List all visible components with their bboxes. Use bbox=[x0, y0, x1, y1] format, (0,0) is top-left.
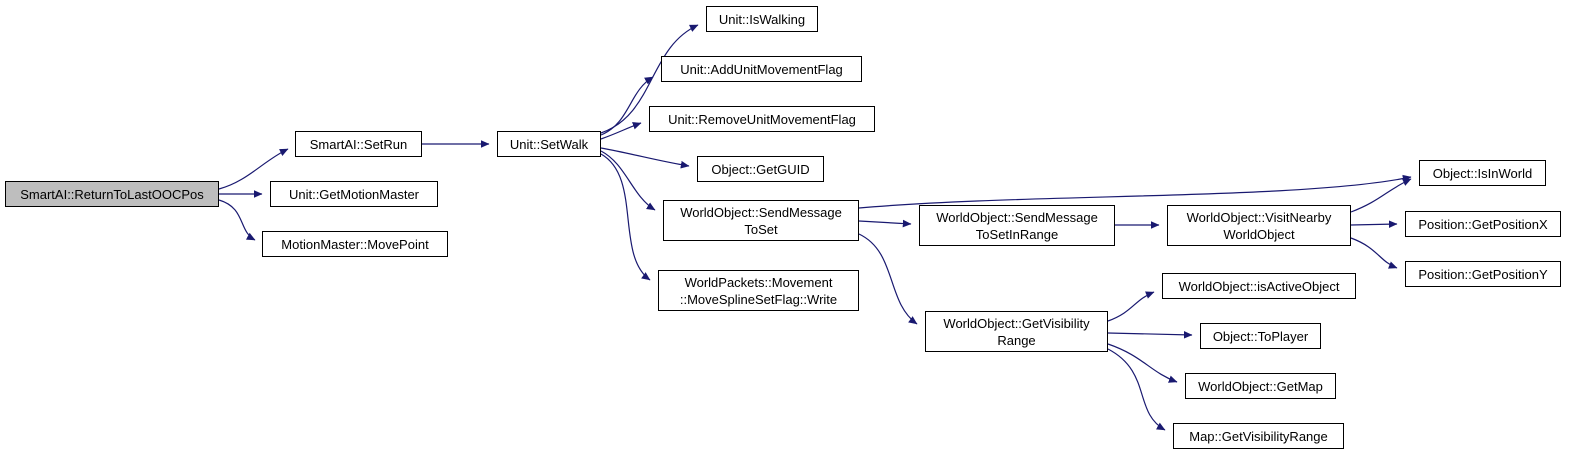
node-get-visibility-range[interactable]: WorldObject::GetVisibility Range bbox=[925, 311, 1108, 352]
edge-visitnearbyworldobject-getpositiony bbox=[1350, 237, 1398, 269]
node-set-run[interactable]: SmartAI::SetRun bbox=[295, 131, 422, 157]
node-visit-nearby-world-object[interactable]: WorldObject::VisitNearby WorldObject bbox=[1167, 205, 1351, 246]
node-send-message-to-set-in-range[interactable]: WorldObject::SendMessage ToSetInRange bbox=[919, 205, 1115, 246]
edge-setwalk-sendmessagetoset bbox=[600, 150, 656, 211]
edge-getvisibilityrange-isactiveobject bbox=[1107, 291, 1155, 322]
node-add-unit-movement-flag[interactable]: Unit::AddUnitMovementFlag bbox=[661, 56, 862, 82]
node-move-spline-set-flag-write[interactable]: WorldPackets::Movement ::MoveSplineSetFl… bbox=[658, 270, 859, 311]
edge-getvisibilityrange-getmap bbox=[1107, 343, 1178, 383]
node-return-to-last-oocpos: SmartAI::ReturnToLastOOCPos bbox=[5, 181, 219, 207]
edge-sendmessagetoset-isinworld bbox=[858, 174, 1412, 209]
edge-setwalk-removeunitmovementflag bbox=[600, 122, 642, 140]
edge-visitnearbyworldobject-getpositionx bbox=[1350, 220, 1398, 229]
node-move-point[interactable]: MotionMaster::MovePoint bbox=[262, 231, 448, 257]
node-remove-unit-movement-flag[interactable]: Unit::RemoveUnitMovementFlag bbox=[649, 106, 875, 132]
node-set-walk[interactable]: Unit::SetWalk bbox=[497, 131, 601, 157]
node-get-map[interactable]: WorldObject::GetMap bbox=[1185, 373, 1336, 399]
node-is-in-world[interactable]: Object::IsInWorld bbox=[1419, 160, 1546, 186]
node-send-message-to-set[interactable]: WorldObject::SendMessage ToSet bbox=[663, 200, 859, 241]
edge-setwalk-movesplinesetflagwrite bbox=[600, 153, 651, 281]
node-is-walking[interactable]: Unit::IsWalking bbox=[706, 6, 818, 32]
node-is-active-object[interactable]: WorldObject::isActiveObject bbox=[1162, 273, 1356, 299]
edge-setwalk-addunitmovementflag bbox=[600, 76, 654, 136]
node-get-position-x[interactable]: Position::GetPositionX bbox=[1405, 211, 1561, 237]
edge-sendmessagetoset-sendmessagetosetinrange bbox=[858, 219, 912, 228]
edge-getvisibilityrange-toplayer bbox=[1107, 330, 1193, 339]
edge-setwalk-getguid bbox=[600, 147, 690, 169]
node-get-guid[interactable]: Object::GetGUID bbox=[697, 156, 824, 182]
node-to-player[interactable]: Object::ToPlayer bbox=[1200, 323, 1321, 349]
edge-getvisibilityrange-mapgetvisibilityrange bbox=[1107, 348, 1166, 431]
edge-returntolastoocpos-movepoint bbox=[218, 199, 256, 241]
node-map-get-visibility-range[interactable]: Map::GetVisibilityRange bbox=[1173, 423, 1344, 449]
edge-sendmessagetoset-getvisibilityrange bbox=[858, 233, 918, 325]
node-get-motion-master[interactable]: Unit::GetMotionMaster bbox=[270, 181, 438, 207]
node-get-position-y[interactable]: Position::GetPositionY bbox=[1405, 261, 1561, 287]
edge-returntolastoocpos-setrun bbox=[218, 148, 289, 190]
edge-visitnearbyworldobject-isinworld bbox=[1350, 178, 1412, 213]
